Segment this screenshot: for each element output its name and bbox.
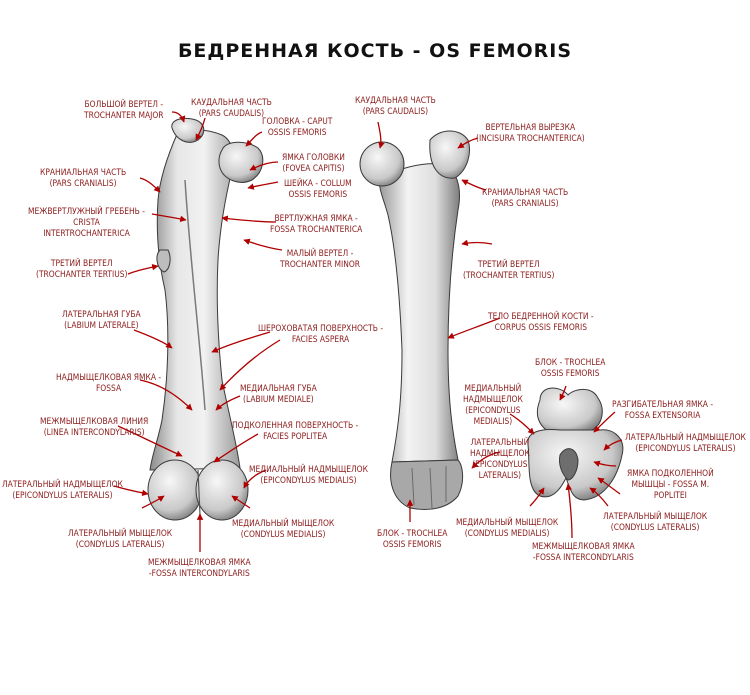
label-fossa-supracondylaris: НАДМЫЩЕЛКОВАЯ ЯМКА - FOSSA: [56, 372, 162, 393]
label-caput-ossis-femoris: ГОЛОВКА - CAPUT OSSIS FEMORIS: [262, 116, 333, 137]
left-femur-trochanter-minor: [156, 249, 171, 273]
left-femur-head: [218, 141, 264, 183]
left-femur-intercondylar: [197, 469, 201, 516]
label-epicondylus-lateralis-mid: ЛАТЕРАЛЬНЫЙ НАДМЫЩЕЛОК (EPICONDYLUS LATE…: [470, 437, 530, 480]
left-femur: [147, 117, 264, 521]
right-femur-trochlea: [390, 459, 464, 510]
figure-title: БЕДРЕННАЯ КОСТЬ - OS FEMORIS: [177, 40, 573, 62]
label-incisura-trochanterica: ВЕРТЕЛЬНАЯ ВЫРЕЗКА (INCISURA TROCHANTERI…: [476, 122, 585, 143]
label-fossa-m-poplitei: ЯМКА ПОДКОЛЕННОЙ МЫШЦЫ - FOSSA M. POPLIT…: [627, 468, 714, 500]
distal-intercondylar-fossa: [559, 448, 579, 481]
label-pars-caudalis-right: КАУДАЛЬНАЯ ЧАСТЬ (PARS CAUDALIS): [355, 95, 436, 116]
label-trochlea-top: БЛОК - TROCHLEA OSSIS FEMORIS: [535, 357, 606, 378]
label-condylus-medialis-right: МЕДИАЛЬНЫЙ МЫЩЕЛОК (CONDYLUS MEDIALIS): [456, 517, 559, 538]
label-labium-laterale: ЛАТЕРАЛЬНАЯ ГУБА (LABIUM LATERALE): [62, 309, 141, 330]
label-fossa-intercondylaris-left: МЕЖМЫЩЕЛКОВАЯ ЯМКА -FOSSA INTERCONDYLARI…: [148, 557, 251, 578]
label-trochlea-bottom: БЛОК - TROCHLEA OSSIS FEMORIS: [377, 528, 448, 549]
leader-arrows: [113, 111, 623, 552]
label-trochanter-minor: МАЛЫЙ ВЕРТЕЛ - TROCHANTER MINOR: [280, 248, 360, 269]
label-facies-aspera: ШЕРОХОВАТАЯ ПОВЕРХНОСТЬ - FACIES ASPERA: [258, 323, 384, 344]
label-fossa-intercondylaris-right: МЕЖМЫЩЕЛКОВАЯ ЯМКА -FOSSA INTERCONDYLARI…: [532, 541, 635, 562]
label-trochanter-major: БОЛЬШОЙ ВЕРТЕЛ - TROCHANTER MAJOR: [84, 99, 164, 120]
left-femur-condyle-lateral: [147, 459, 203, 521]
label-linea-intercondylaris: МЕЖМЫЩЕЛКОВАЯ ЛИНИЯ (LINEA INTERCONDYLAR…: [40, 416, 149, 437]
label-condylus-lateralis-left: ЛАТЕРАЛЬНЫЙ МЫЩЕЛОК (CONDYLUS LATERALIS): [68, 528, 173, 549]
right-femur-shaft: [379, 163, 460, 463]
label-condylus-medialis-left: МЕДИАЛЬНЫЙ МЫЩЕЛОК (CONDYLUS MEDIALIS): [232, 518, 335, 539]
label-labium-mediale: МЕДИАЛЬНАЯ ГУБА (LABIUM MEDIALE): [240, 383, 317, 404]
label-pars-cranialis-left: КРАНИАЛЬНАЯ ЧАСТЬ (PARS CRANIALIS): [40, 167, 127, 188]
label-pars-cranialis-right: КРАНИАЛЬНАЯ ЧАСТЬ (PARS CRANIALIS): [482, 187, 569, 208]
label-epicondylus-medialis-distal: МЕДИАЛЬНЫЙ НАДМЫЩЕЛОК (EPICONDYLUS MEDIA…: [463, 383, 523, 426]
label-fossa-trochanterica: ВЕРТЛУЖНАЯ ЯМКА - FOSSA TROCHANTERICA: [270, 213, 363, 234]
label-epicondylus-lateralis-left: ЛАТЕРАЛЬНЫЙ НАДМЫЩЕЛОК (EPICONDYLUS LATE…: [2, 479, 123, 500]
label-fossa-extensoria: РАЗГИБАТЕЛЬНАЯ ЯМКА - FOSSA EXTENSORIA: [612, 399, 714, 420]
label-trochanter-tertius-left: ТРЕТИЙ ВЕРТЕЛ (TROCHANTER TERTIUS): [36, 258, 128, 279]
label-trochanter-tertius-right: ТРЕТИЙ ВЕРТЕЛ (TROCHANTER TERTIUS): [463, 259, 555, 280]
left-femur-ridge: [184, 179, 206, 411]
label-epicondylus-medialis-mid: МЕДИАЛЬНЫЙ НАДМЫЩЕЛОК (EPICONDYLUS MEDIA…: [249, 464, 368, 485]
label-collum-ossis-femoris: ШЕЙКА - COLLUM OSSIS FEMORIS: [284, 178, 352, 199]
label-crista-intertrochanterica: МЕЖВЕРТЛУЖНЫЙ ГРЕБЕНЬ - CRISTA INTERTROC…: [28, 206, 145, 238]
label-facies-poplitea: ПОДКОЛЕННАЯ ПОВЕРХНОСТЬ - FACIES POPLITE…: [232, 420, 359, 441]
label-pars-caudalis-left: КАУДАЛЬНАЯ ЧАСТЬ (PARS CAUDALIS): [191, 97, 272, 118]
right-femur: [359, 130, 470, 510]
label-condylus-lateralis-right: ЛАТЕРАЛЬНЫЙ МЫЩЕЛОК (CONDYLUS LATERALIS): [603, 511, 708, 532]
right-femur-head: [359, 141, 405, 187]
label-epicondylus-lateralis-distal: ЛАТЕРАЛЬНЫЙ НАДМЫЩЕЛОК (EPICONDYLUS LATE…: [625, 432, 746, 453]
left-femur-condyle-medial: [195, 459, 249, 521]
label-corpus-ossis-femoris: ТЕЛО БЕДРЕННОЙ КОСТИ - CORPUS OSSIS FEMO…: [488, 311, 594, 332]
distal-end-view: [527, 387, 624, 501]
label-fovea-capitis: ЯМКА ГОЛОВКИ (FOVEA CAPITIS): [282, 152, 345, 173]
distal-trochlea-block: [536, 387, 603, 435]
